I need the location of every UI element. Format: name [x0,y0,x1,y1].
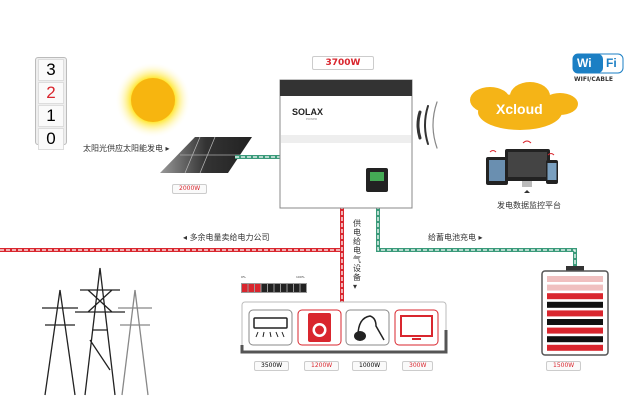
monitoring-devices-icon [486,140,558,193]
battery-charge-bar [547,293,603,300]
counter-digit: 0 [38,128,64,150]
load-level-bar [241,283,307,293]
xcloud-logo: Xcloud [496,101,543,117]
level-min-label: 0% [241,275,246,279]
inverter-power-badge: 3700W [312,56,374,70]
inverter-to-battery-line [376,205,577,268]
wifi-caption: WIFI/CABLE [574,76,613,83]
level-bar-segment [261,284,267,292]
battery-charge-bar [547,310,603,317]
level-bar-segment [255,284,261,292]
battery-charge-bar [547,336,603,343]
level-bar-segment [268,284,274,292]
level-bar-segment [287,284,293,292]
inverter-brand: SOLAX [292,107,324,117]
solar-panel-icon [160,136,252,174]
digit-counter: 3 2 1 0 [35,57,67,150]
level-bar-segment [242,284,248,292]
battery-charge-bar [547,276,603,282]
level-bar-segment [274,284,280,292]
appliance-power-badge: 1200W [304,361,340,371]
wifi-logo-left: Wi [577,56,592,70]
grid-and-load-line [0,205,344,302]
solar-power-badge: 2000W [172,184,208,194]
appliance-power-badge: 1000W [352,361,388,371]
appliance-power-badge: 300W [402,361,434,371]
level-bar-segment [300,284,306,292]
counter-digit: 1 [38,105,64,127]
vacuum-cleaner-icon [345,309,390,346]
appliance-power-badge: 3500W [254,361,290,371]
level-max-label: 100% [296,275,305,279]
battery-icon [541,266,609,356]
battery-charge-bar [547,284,603,291]
wifi-logo-right: Fi [606,56,617,70]
level-bar-segment [281,284,287,292]
cloud-icon [470,82,578,130]
monitor-label: 发电数据监控平台 [497,201,561,210]
grid-label: ◂ 多余电量卖给电力公司 [183,233,270,242]
level-bar-segment [248,284,254,292]
solar-label: 太阳光供应太阳能发电 ▸ [83,144,170,153]
load-label: 供电给电气设备▾ [353,219,361,291]
battery-label: 给蓄电池充电 ▸ [428,233,483,242]
battery-power-badge: 1500W [546,361,582,371]
inverter-sub-brand: POWER [306,117,318,121]
wireless-signal-icon [416,101,438,149]
battery-charge-bar [547,344,603,351]
battery-charge-bar [547,319,603,325]
battery-charge-bar [547,301,603,308]
sun-icon [115,62,191,138]
wifi-logo [572,53,624,74]
battery-charge-bar [547,327,603,334]
level-bar-track [241,283,307,293]
power-tower-icon [42,267,152,396]
counter-digit-active: 2 [38,82,64,104]
appliance-panel [240,301,448,354]
level-bar-segment [294,284,300,292]
counter-digit: 3 [38,59,64,81]
inverter [279,79,413,209]
